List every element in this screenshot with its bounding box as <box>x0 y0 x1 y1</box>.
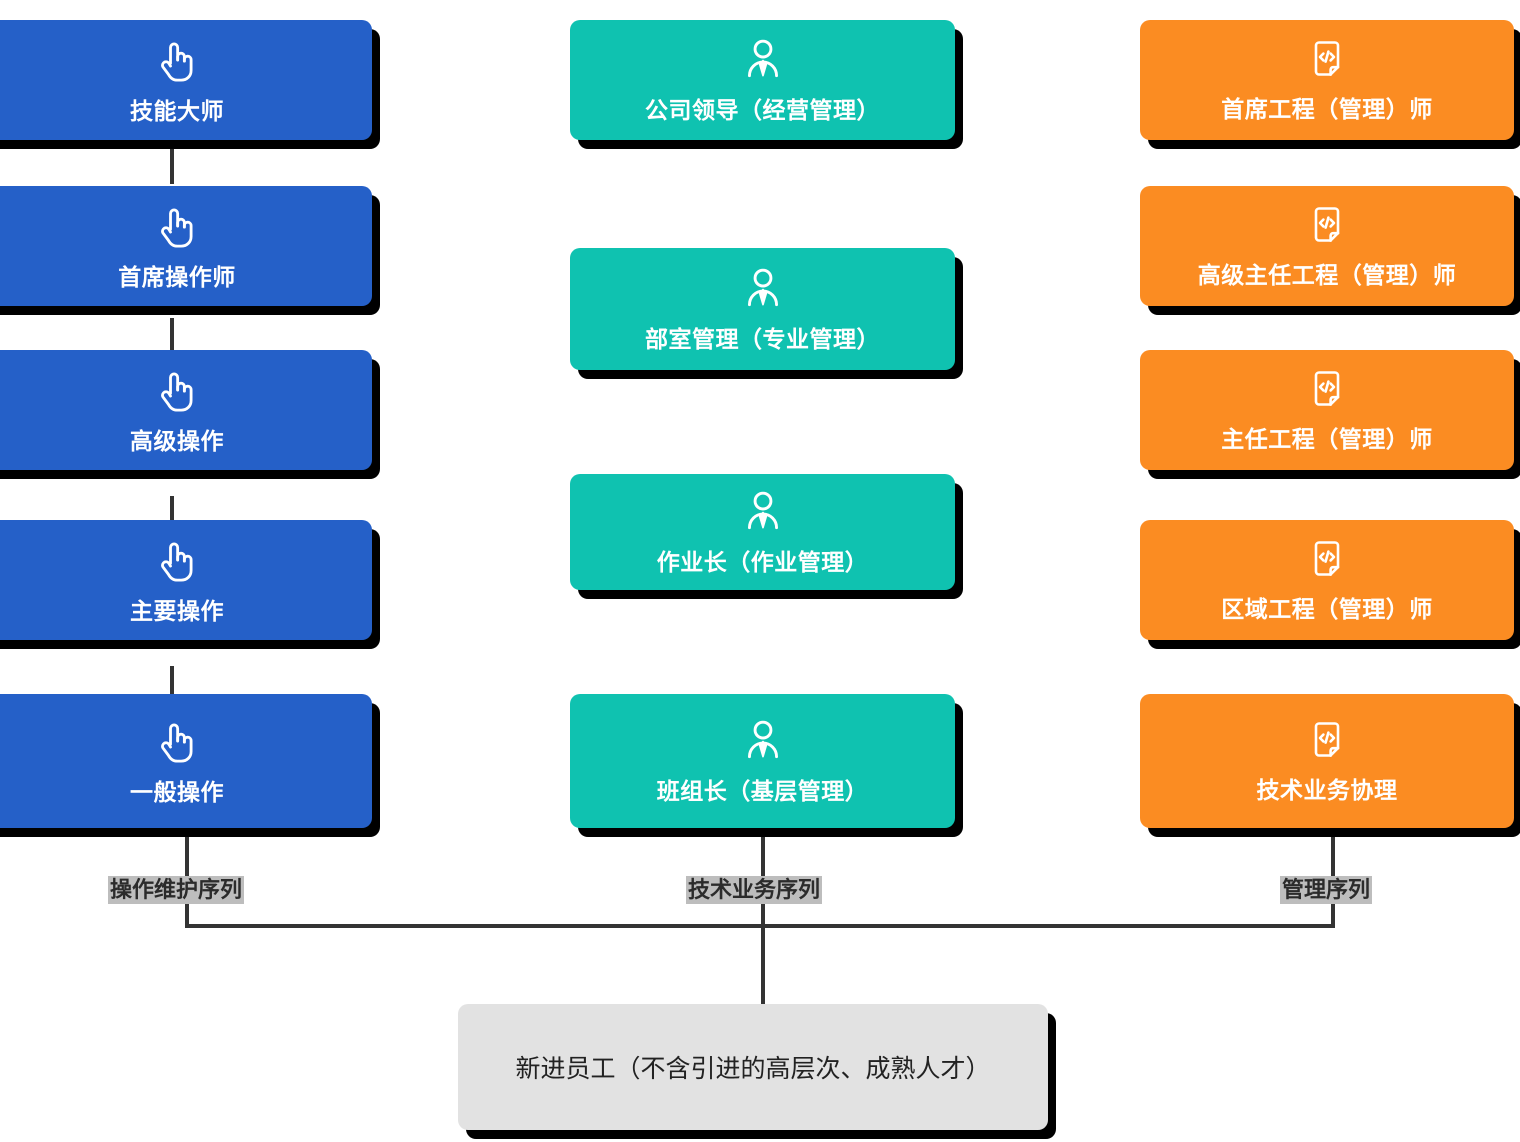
card-label: 主要操作 <box>130 598 224 624</box>
card-mgmt-level-1[interactable]: 公司领导（经营管理） <box>570 20 955 140</box>
connector-ops-stub-4 <box>170 666 174 710</box>
card-tech-level-4[interactable]: 区域工程（管理）师 <box>1140 520 1514 640</box>
sequence-label-technical: 管理序列 <box>1280 876 1373 904</box>
card-ops-level-4[interactable]: 主要操作 <box>0 520 372 640</box>
tap-hand-icon <box>151 715 203 767</box>
card-label: 主任工程（管理）师 <box>1221 426 1433 452</box>
card-label: 部室管理（专业管理） <box>645 326 880 352</box>
card-tech-level-1[interactable]: 首席工程（管理）师 <box>1140 20 1514 140</box>
card-new-employee[interactable]: 新进员工（不含引进的高层次、成熟人才） <box>458 1004 1048 1130</box>
card-label: 作业长（作业管理） <box>656 549 869 575</box>
card-label: 公司领导（经营管理） <box>645 97 880 123</box>
card-label: 首席操作师 <box>118 264 236 290</box>
tap-hand-icon <box>151 534 203 586</box>
code-document-icon <box>1303 202 1351 250</box>
card-ops-level-3[interactable]: 高级操作 <box>0 350 372 470</box>
card-tech-level-2[interactable]: 高级主任工程（管理）师 <box>1140 186 1514 306</box>
person-tie-icon <box>738 716 788 766</box>
card-label: 高级主任工程（管理）师 <box>1197 262 1457 288</box>
card-label: 区域工程（管理）师 <box>1221 596 1433 622</box>
person-tie-icon <box>738 35 788 85</box>
card-mgmt-level-3[interactable]: 作业长（作业管理） <box>570 474 955 590</box>
card-label: 技术业务协理 <box>1256 777 1398 803</box>
person-tie-icon <box>738 264 788 314</box>
card-label: 一般操作 <box>130 779 224 805</box>
card-label: 首席工程（管理）师 <box>1221 96 1433 122</box>
code-document-icon <box>1303 717 1351 765</box>
card-ops-level-1[interactable]: 技能大师 <box>0 20 372 140</box>
card-mgmt-level-2[interactable]: 部室管理（专业管理） <box>570 248 955 370</box>
code-document-icon <box>1303 536 1351 584</box>
card-label: 班组长（基层管理） <box>656 778 869 804</box>
card-label: 技能大师 <box>130 98 224 124</box>
tap-hand-icon <box>151 364 203 416</box>
connector-ops-stub-3 <box>170 496 174 540</box>
tap-hand-icon <box>151 34 203 86</box>
sequence-label-management: 技术业务序列 <box>686 876 823 904</box>
connector-ops-stub-2 <box>170 318 174 362</box>
sequence-label-operations: 操作维护序列 <box>108 876 245 904</box>
code-document-icon <box>1303 366 1351 414</box>
card-mgmt-level-4[interactable]: 班组长（基层管理） <box>570 694 955 828</box>
code-document-icon <box>1303 36 1351 84</box>
tap-hand-icon <box>151 200 203 252</box>
card-ops-level-5[interactable]: 一般操作 <box>0 694 372 828</box>
person-tie-icon <box>738 487 788 537</box>
card-tech-level-5[interactable]: 技术业务协理 <box>1140 694 1514 828</box>
card-ops-level-2[interactable]: 首席操作师 <box>0 186 372 306</box>
card-tech-level-3[interactable]: 主任工程（管理）师 <box>1140 350 1514 470</box>
connector-ops-stub-1 <box>170 140 174 184</box>
card-label: 新进员工（不含引进的高层次、成熟人才） <box>515 1055 991 1083</box>
card-label: 高级操作 <box>130 428 224 454</box>
